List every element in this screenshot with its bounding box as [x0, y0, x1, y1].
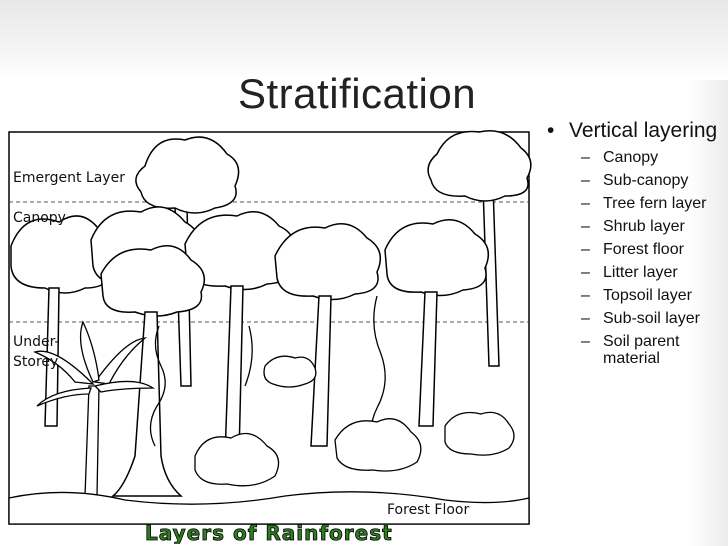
sub-bullet-text: Sub-canopy — [603, 172, 689, 189]
sub-bullet-item: – Sub-soil layer — [545, 310, 723, 327]
dash-glyph: – — [581, 195, 590, 212]
bullet-list: • Vertical layering – Canopy – Sub-canop… — [545, 118, 723, 373]
sub-bullet-text: Shrub layer — [603, 218, 685, 235]
shrubs — [194, 355, 515, 487]
sub-bullet-text: Sub-soil layer — [603, 310, 700, 327]
main-bullet: • Vertical layering — [545, 118, 723, 143]
dash-glyph: – — [581, 287, 590, 304]
label-understorey-1: Under- — [13, 334, 60, 350]
understorey-palm — [33, 320, 156, 497]
bullet-dot: • — [547, 119, 555, 142]
sub-bullet-item: – Canopy — [545, 149, 723, 166]
sub-bullet-text: Tree fern layer — [603, 195, 707, 212]
sub-bullet-text: Forest floor — [603, 241, 684, 258]
sub-bullet-item: – Forest floor — [545, 241, 723, 258]
slide-title: Stratification — [238, 70, 477, 117]
rainforest-layers-diagram: Emergent Layer Canopy Under- Storey Fore… — [8, 130, 532, 544]
main-bullet-text: Vertical layering — [569, 119, 718, 142]
dash-glyph: – — [581, 218, 590, 235]
sub-bullet-item: – Tree fern layer — [545, 195, 723, 212]
sub-bullet-item: – Topsoil layer — [545, 287, 723, 304]
sub-bullet-text: Topsoil layer — [603, 287, 692, 304]
background-band — [0, 0, 728, 80]
label-emergent-layer: Emergent Layer — [13, 170, 125, 186]
label-forest-floor: Forest Floor — [387, 502, 469, 518]
emergent-tree-right — [427, 130, 532, 367]
sub-bullet-text: Litter layer — [603, 264, 678, 281]
sub-bullet-item: – Soil parent material — [545, 333, 723, 367]
sub-bullet-item: – Litter layer — [545, 264, 723, 281]
dash-glyph: – — [581, 310, 590, 327]
dash-glyph: – — [581, 333, 590, 350]
diagram-banner: Layers of Rainforest — [145, 521, 393, 544]
dash-glyph: – — [581, 264, 590, 281]
sub-bullet-text: Canopy — [603, 149, 659, 166]
dash-glyph: – — [581, 149, 590, 166]
background-edge — [688, 80, 728, 546]
label-understorey-2: Storey — [13, 354, 58, 370]
dash-glyph: – — [581, 172, 590, 189]
tree-trunks — [44, 285, 438, 497]
sub-bullet-text: Soil parent material — [603, 333, 680, 367]
forest-ground — [8, 491, 530, 525]
sub-bullet-item: – Sub-canopy — [545, 172, 723, 189]
label-canopy: Canopy — [13, 210, 66, 226]
dash-glyph: – — [581, 241, 590, 258]
canopy-trees — [10, 206, 490, 317]
sub-bullet-item: – Shrub layer — [545, 218, 723, 235]
sub-bullet-list: – Canopy – Sub-canopy – Tree fern layer … — [545, 149, 723, 367]
